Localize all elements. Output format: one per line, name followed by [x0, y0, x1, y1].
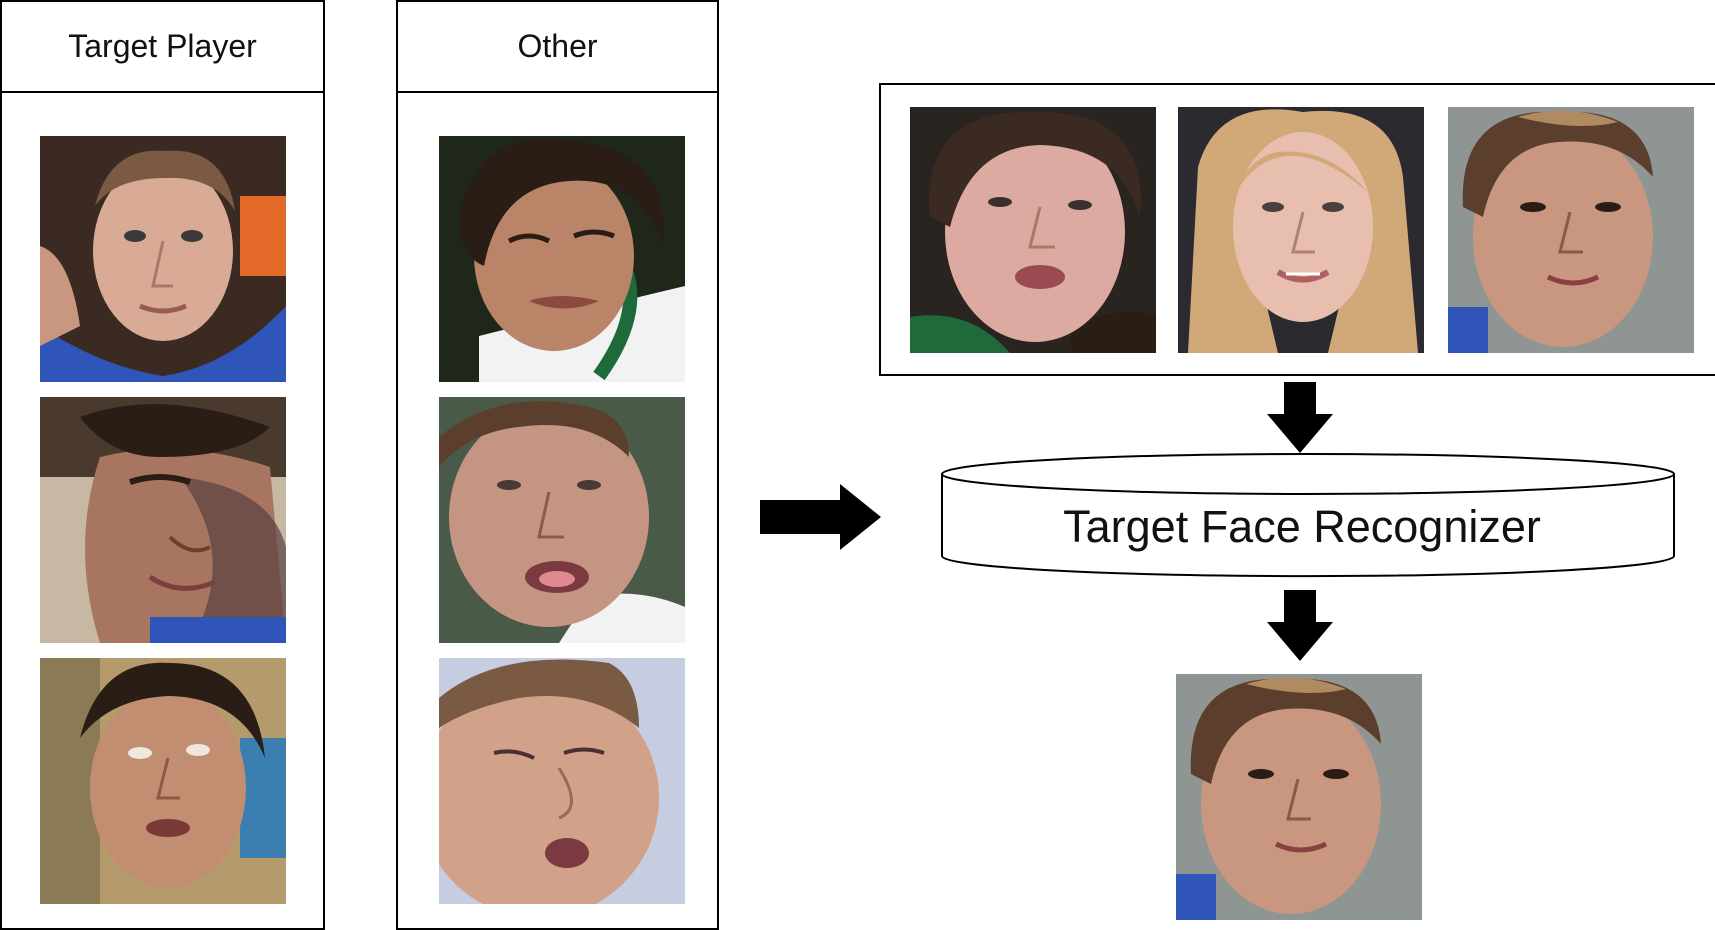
- target-player-face-3: [40, 658, 286, 904]
- target-player-title: Target Player: [2, 2, 323, 93]
- other-face-3: [439, 658, 685, 904]
- input-face-2: [1178, 107, 1424, 353]
- output-face: [1176, 674, 1422, 920]
- arrow-down-icon-1: [1267, 382, 1333, 453]
- database-cylinder-icon: [941, 453, 1675, 578]
- target-player-face-2: [40, 397, 286, 643]
- other-title: Other: [398, 2, 717, 93]
- other-face-1: [439, 136, 685, 382]
- arrow-right-icon: [760, 484, 881, 550]
- arrow-down-icon-2: [1267, 590, 1333, 661]
- input-face-3: [1448, 107, 1694, 353]
- target-player-face-1: [40, 136, 286, 382]
- input-faces-box: [879, 83, 1715, 376]
- input-face-1: [910, 107, 1156, 353]
- recognizer-label: Target Face Recognizer: [1063, 501, 1541, 552]
- other-face-2: [439, 397, 685, 643]
